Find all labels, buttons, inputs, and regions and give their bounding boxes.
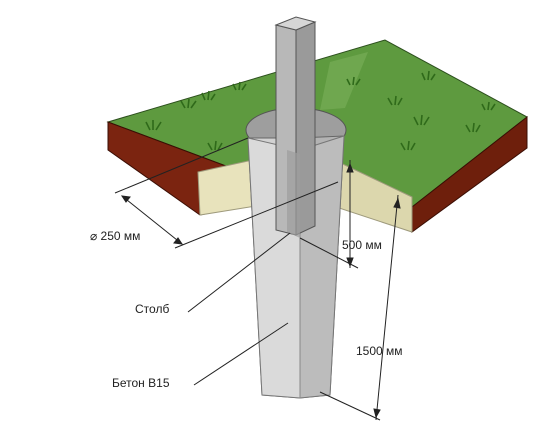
depth-500-dimension [299,160,359,269]
grass-highlight [320,52,368,110]
depth-1500-label: 1500 мм [356,344,403,358]
concrete-label: Бетон В15 [112,376,170,390]
post-top [274,16,317,31]
diameter-dimension [114,137,339,249]
post-label: Столб [135,302,169,316]
grass-tuft-icon [145,70,496,151]
depth-1500-dimension [319,194,401,421]
depth-500-label: 500 мм [342,238,382,252]
post-shadow [287,150,300,238]
concrete-leader [193,322,289,386]
post-leader [187,232,291,313]
diameter-label: ⌀ 250 мм [90,229,140,243]
